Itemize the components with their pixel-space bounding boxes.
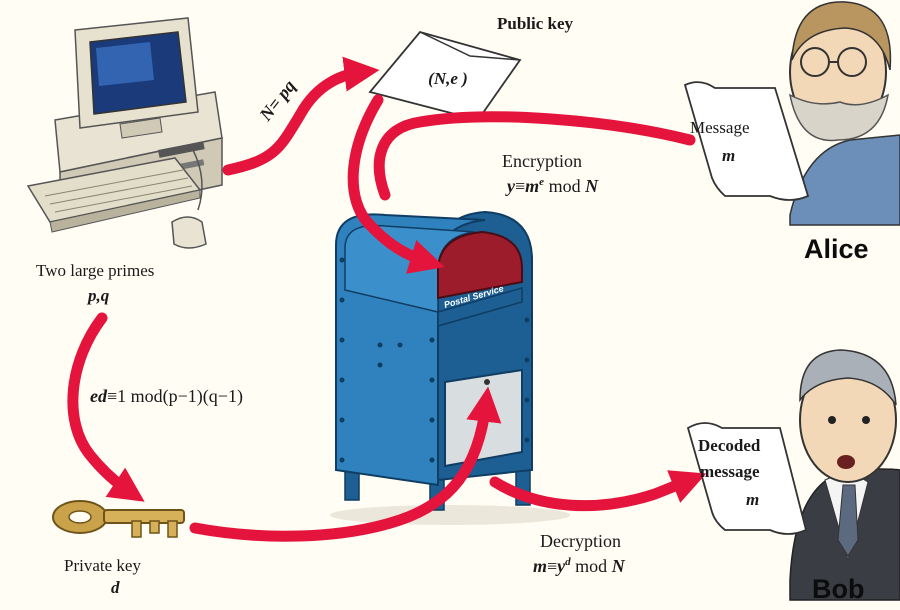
decryption-exp: d: [565, 556, 571, 568]
alice-name: Alice: [804, 234, 869, 264]
decryption-m: m: [533, 556, 548, 576]
bob-paper-line3: m: [746, 490, 760, 509]
bob-paper-line2: message: [700, 462, 760, 481]
decryption-y: y: [557, 556, 566, 576]
encryption-formula: y≡me mod N: [507, 176, 598, 197]
public-key-title: Public key: [497, 14, 574, 33]
private-key-caption-line2: d: [111, 578, 120, 597]
envelope-icon: [368, 30, 522, 122]
decryption-formula: m≡yd mod N: [533, 556, 625, 577]
encryption-m: m: [525, 176, 540, 196]
alice-message-paper-icon: [683, 81, 810, 201]
arrow-mailbox-to-bob: [489, 470, 707, 512]
bob-message-paper-icon: [686, 422, 808, 535]
envelope-text: (N,e ): [428, 69, 468, 88]
arrow-computer-to-public-key: [222, 56, 380, 176]
encryption-title: Encryption: [502, 151, 582, 171]
encryption-y: y: [507, 176, 515, 196]
decryption-mod: mod: [570, 556, 612, 576]
bob-name: Bob: [812, 574, 865, 604]
key-relation-rest: ≡1 mod(p−1)(q−1): [107, 386, 243, 406]
private-key-caption-line1: Private key: [64, 556, 141, 575]
key-relation-formula: ed≡1 mod(p−1)(q−1): [90, 386, 243, 407]
computer-caption-line2: p,q: [88, 286, 110, 305]
encryption-N: N: [585, 176, 599, 196]
alice-paper-line2: m: [722, 146, 736, 165]
encryption-mod: mod: [544, 176, 586, 196]
arrow-computer-to-private-key: [67, 312, 145, 502]
alice-figure: [788, 1, 900, 226]
bob-figure: [789, 349, 900, 601]
key-relation-ed: ed: [90, 386, 107, 406]
decryption-eq: ≡: [547, 556, 558, 576]
alice-paper-line1: Message: [690, 118, 750, 137]
key-icon: [52, 500, 185, 538]
encryption-exp: e: [539, 176, 545, 188]
bob-paper-line1: Decoded: [698, 436, 761, 455]
computer-icon: [26, 17, 223, 249]
mailbox-icon: [330, 210, 570, 525]
arrow-alice-message-to-mailbox: [373, 111, 696, 201]
decryption-N: N: [611, 556, 625, 576]
arrow-private-key-to-mailbox: [189, 386, 502, 542]
encryption-eq: ≡: [515, 176, 526, 196]
computer-caption-line1: Two large primes: [36, 261, 155, 280]
arrows: [67, 56, 707, 542]
arrow-public-key-to-mailbox: [347, 94, 445, 274]
decryption-title: Decryption: [540, 531, 621, 551]
